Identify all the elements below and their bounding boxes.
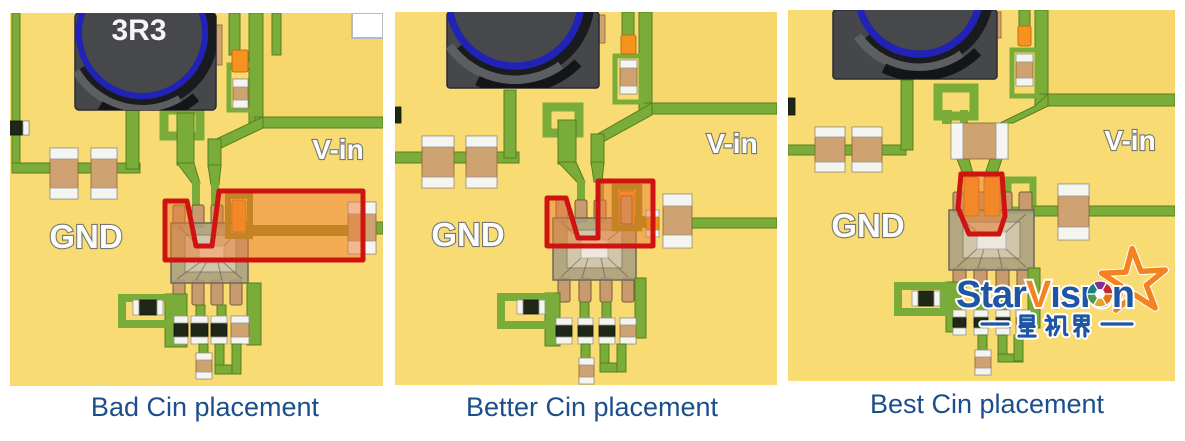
edge-diode [6, 120, 30, 136]
starvision-logo: StarVısıon [954, 244, 1170, 340]
inductor [446, 11, 606, 89]
edge-diode [787, 97, 796, 116]
panel-better-cin: GND V-in [394, 11, 778, 385]
feedback-components [497, 277, 647, 385]
vin-label: V-in [312, 134, 363, 165]
vin-copper-pour [646, 12, 777, 104]
bootstrap-cap [1009, 25, 1040, 99]
input-filter-caps [814, 126, 883, 173]
bootstrap-cap [619, 34, 638, 95]
bootstrap-cap [231, 49, 249, 109]
highlight-loop-better [544, 178, 656, 249]
pcb-board-better: GND V-in [394, 11, 778, 385]
pcb-board-bad: 3R3 [6, 12, 384, 386]
caption-better: Better Cin placement [465, 392, 719, 422]
input-filter-caps [421, 135, 498, 189]
input-capacitor [662, 193, 778, 249]
highlight-loop-best [955, 171, 1008, 237]
gnd-label: GND [831, 207, 904, 244]
input-capacitor [950, 122, 1009, 160]
vin-label: V-in [1104, 125, 1155, 156]
gnd-label: GND [431, 216, 504, 253]
panel-bad-cin: 3R3 [6, 12, 384, 386]
caption-best: Best Cin placement [869, 389, 1105, 419]
logo-chinese-text [978, 312, 1136, 340]
panel-best-cin: GND V-in [787, 9, 1176, 381]
caption-bad: Bad Cin placement [90, 392, 320, 422]
corner-component [351, 12, 384, 39]
inductor: 3R3 [74, 12, 223, 111]
inductor-value-label: 3R3 [111, 14, 166, 47]
logo-aperture-icon [1086, 280, 1114, 308]
inductor [832, 9, 1002, 80]
traces [394, 11, 778, 206]
feedback-components [118, 282, 262, 380]
highlight-loop-bad [162, 188, 366, 263]
vin-label: V-in [706, 128, 757, 159]
input-filter-caps [49, 147, 118, 200]
logo-star-icon [1097, 244, 1170, 314]
vin-copper-pour [1042, 10, 1175, 95]
output-capacitor [1057, 183, 1176, 241]
gnd-label: GND [49, 218, 122, 255]
pcb-board-best: GND V-in [787, 9, 1176, 381]
edge-diode [394, 106, 402, 124]
